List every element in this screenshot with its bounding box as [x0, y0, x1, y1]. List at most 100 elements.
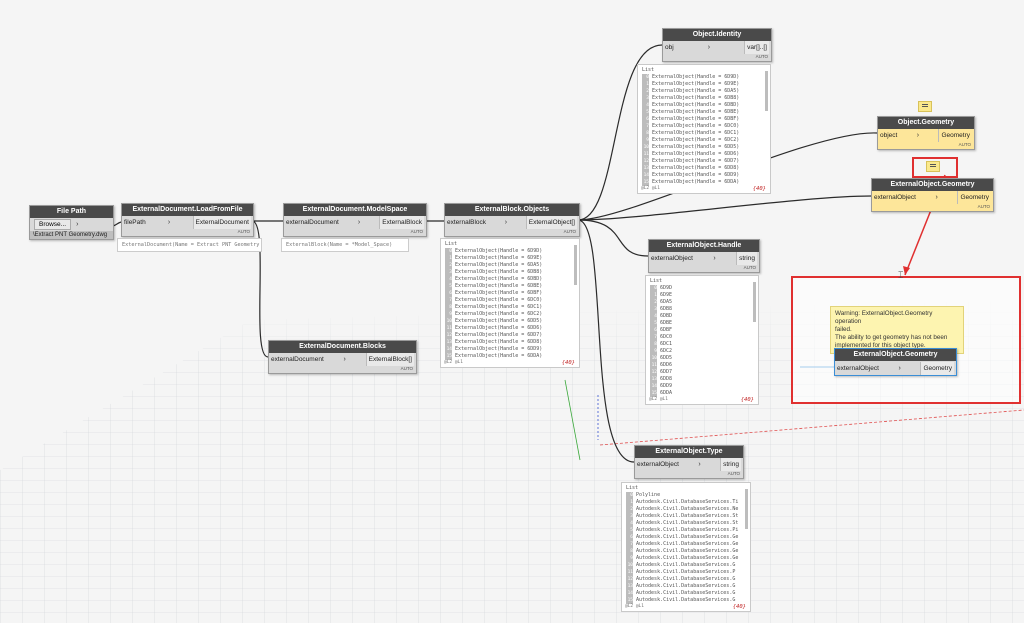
input-port[interactable]: externalBlock — [447, 219, 487, 226]
list-value: ExternalObject(Handle = 6DD9) — [455, 346, 543, 352]
lacing-label[interactable]: AUTO — [743, 265, 756, 270]
scrollbar[interactable] — [753, 282, 756, 322]
input-port[interactable]: externalObject — [874, 194, 916, 201]
type-node[interactable]: ExternalObject.Type externalObject › str… — [634, 445, 744, 479]
list-value: ExternalObject(Handle = 6DBF) — [652, 116, 740, 122]
browse-button[interactable]: Browse... — [34, 219, 72, 230]
output-port[interactable]: string — [736, 252, 757, 265]
lacing-label[interactable]: AUTO — [958, 142, 971, 147]
list-index: 8 — [445, 304, 452, 311]
list-value: Autodesk.Civil.DatabaseServices.St — [636, 520, 739, 526]
warning-icon[interactable] — [918, 101, 932, 112]
node-title: ExternalObject.Handle — [649, 240, 759, 252]
lacing-label[interactable]: AUTO — [727, 471, 740, 476]
output-port[interactable]: ExternalDocument — [192, 216, 251, 229]
list-value: 6D9E — [660, 292, 673, 298]
input-port[interactable]: object — [880, 132, 898, 139]
list-value: ExternalObject(Handle = 6DBD) — [652, 102, 740, 108]
output-port[interactable]: var[]..[] — [744, 41, 769, 54]
scrollbar[interactable] — [574, 245, 577, 285]
list-index: 1 — [642, 81, 649, 88]
list-value: 6DC1 — [660, 341, 673, 347]
list-index: 0 — [642, 74, 649, 81]
input-port[interactable]: externalDocument — [271, 356, 324, 363]
list-value: ExternalObject(Handle = 6DC1) — [652, 130, 740, 136]
zoomed-external-geometry-node[interactable]: ExternalObject.Geometry externalObject ›… — [834, 348, 957, 376]
list-index: 0 — [626, 492, 633, 499]
chevron-right-icon: › — [713, 255, 716, 262]
node-title: Object.Identity — [663, 29, 771, 41]
chevron-right-icon: › — [343, 356, 346, 363]
list-index: 10 — [650, 355, 657, 362]
output-port[interactable]: Geometry — [957, 191, 991, 204]
scrollbar[interactable] — [765, 71, 768, 111]
lacing-label[interactable]: AUTO — [237, 229, 250, 234]
input-port[interactable]: externalObject — [637, 461, 679, 468]
list-index: 13 — [445, 339, 452, 346]
warning-icon[interactable] — [926, 161, 940, 172]
list-value: ExternalObject(Handle = 6DC1) — [455, 304, 543, 310]
blocks-node[interactable]: ExternalDocument.Blocks externalDocument… — [268, 340, 417, 374]
list-index: 1 — [626, 499, 633, 506]
output-port[interactable]: Geometry — [938, 129, 972, 142]
output-port[interactable]: Geometry — [920, 361, 954, 375]
identity-node[interactable]: Object.Identity obj › var[]..[] AUTO — [662, 28, 772, 62]
list-index: 13 — [626, 583, 633, 590]
object-geometry-node[interactable]: Object.Geometry object › Geometry AUTO — [877, 116, 975, 150]
lacing-label[interactable]: AUTO — [400, 366, 413, 371]
list-value: 6DA5 — [660, 299, 673, 305]
list-value: 6DB8 — [660, 306, 673, 312]
file-path-node[interactable]: File Path Browse... › \Extract PNT Geome… — [29, 205, 114, 240]
list-value: 6DD7 — [660, 369, 673, 375]
list-index: 7 — [642, 123, 649, 130]
input-port[interactable]: filePath — [124, 219, 146, 226]
list-value: Polyline — [636, 492, 661, 498]
preview-bubble: ExternalDocument(Name = Extract PNT Geom… — [117, 238, 262, 252]
output-port[interactable]: ExternalBlock — [379, 216, 424, 229]
list-index: 14 — [445, 346, 452, 353]
block-objects-node[interactable]: ExternalBlock.Objects externalBlock › Ex… — [444, 203, 580, 237]
node-title: ExternalObject.Geometry — [835, 349, 956, 361]
output-port[interactable]: ExternalBlock[] — [365, 353, 414, 366]
scrollbar[interactable] — [745, 489, 748, 529]
model-space-node[interactable]: ExternalDocument.ModelSpace externalDocu… — [283, 203, 427, 237]
list-value: ExternalObject(Handle = 6DC2) — [652, 137, 740, 143]
lacing-label[interactable]: AUTO — [977, 204, 990, 209]
output-port[interactable]: ExternalObject[] — [525, 216, 577, 229]
lacing-label[interactable]: AUTO — [563, 229, 576, 234]
output-port[interactable]: string — [720, 458, 741, 471]
input-port[interactable]: obj — [665, 44, 674, 51]
external-geometry-node[interactable]: ExternalObject.Geometry externalObject ›… — [871, 178, 994, 212]
list-value: ExternalObject(Handle = 6DA5) — [652, 88, 740, 94]
list-value: ExternalObject(Handle = 6DB8) — [455, 269, 543, 275]
input-port[interactable]: externalObject — [651, 255, 693, 262]
input-port[interactable]: externalObject — [837, 364, 879, 372]
list-index: 6 — [445, 290, 452, 297]
list-value: Autodesk.Civil.DatabaseServices.G — [636, 576, 736, 582]
chevron-right-icon: › — [357, 219, 361, 226]
load-from-file-node[interactable]: ExternalDocument.LoadFromFile filePath ›… — [121, 203, 254, 237]
lacing-label[interactable]: AUTO — [410, 229, 423, 234]
lacing-label[interactable]: AUTO — [755, 54, 768, 59]
input-port[interactable]: externalDocument — [286, 219, 339, 226]
handle-node[interactable]: ExternalObject.Handle externalObject › s… — [648, 239, 760, 273]
list-value: ExternalObject(Handle = 6DD9) — [652, 172, 740, 178]
